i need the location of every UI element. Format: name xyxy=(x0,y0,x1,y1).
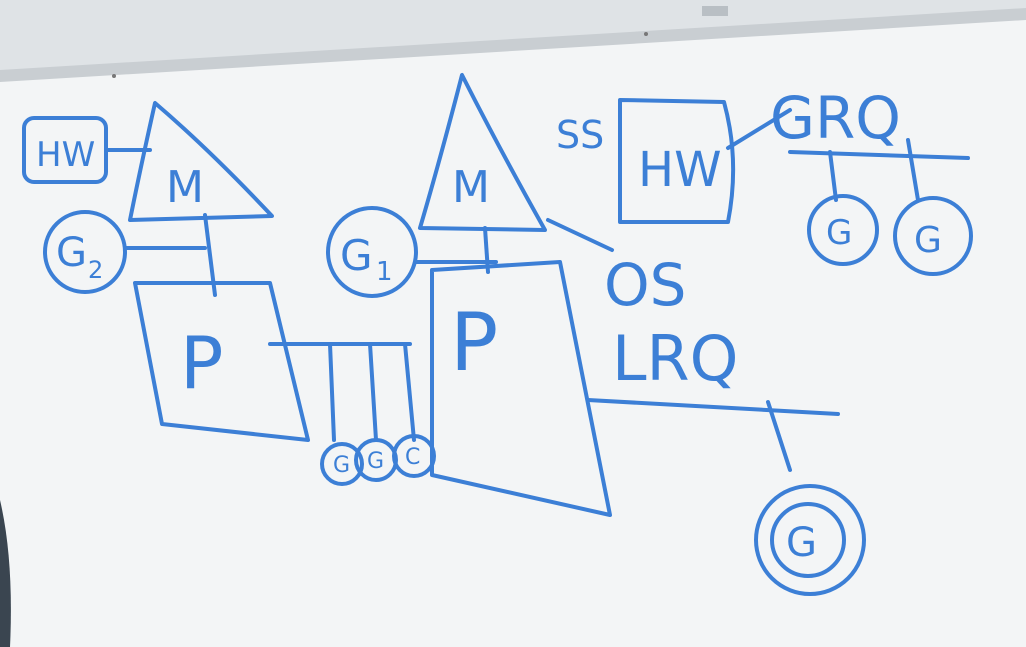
hw-right-box xyxy=(618,98,736,224)
hw-right-label: HW xyxy=(638,142,722,198)
grq-stem-2 xyxy=(906,138,920,202)
p-mid-label: P xyxy=(450,296,498,389)
rail-screw xyxy=(644,32,648,36)
p-left-label: P xyxy=(180,321,223,405)
ss-label: SS xyxy=(556,113,604,157)
grq-g-label-2: G xyxy=(914,220,942,261)
lrq-label: LRQ xyxy=(612,322,738,395)
p-left-box xyxy=(133,281,310,442)
grq-g-circle-1 xyxy=(807,194,879,266)
g-stem-2 xyxy=(368,342,378,442)
dark-corner xyxy=(0,500,11,647)
g1-circle xyxy=(326,206,418,298)
m-left-label: M xyxy=(166,162,204,213)
m-left-triangle xyxy=(128,101,274,222)
g-stem-1 xyxy=(328,342,336,442)
g2-subscript: 2 xyxy=(88,256,103,284)
g-small-label-2: G xyxy=(367,449,384,474)
grq-g-circle-2 xyxy=(893,196,973,276)
lrq-g-inner-circle xyxy=(770,502,846,578)
lrq-g-label: G xyxy=(786,520,817,566)
grq-g-label-1: G xyxy=(826,213,852,253)
m-mid-to-os-line xyxy=(546,218,614,252)
os-label: OS xyxy=(604,251,686,319)
g2-label: G xyxy=(56,230,87,276)
m-mid-label: M xyxy=(452,162,490,213)
rail-screw xyxy=(112,74,116,78)
marker-clip xyxy=(702,6,728,16)
m-mid-triangle xyxy=(418,73,547,232)
lrq-stem xyxy=(766,400,792,472)
grq-label: GRQ xyxy=(770,84,901,152)
lrq-g-circle xyxy=(754,484,866,596)
hw-left-label: HW xyxy=(36,135,95,175)
hw-right-to-grq-line xyxy=(726,108,792,150)
whiteboard-surface xyxy=(0,18,1026,647)
lrq-queue-line xyxy=(586,398,840,416)
g-stem-3 xyxy=(403,342,416,442)
g1-subscript: 1 xyxy=(376,257,393,287)
g-small-circle-1 xyxy=(320,442,364,486)
g1-label: G xyxy=(340,231,373,280)
g-small-label-1: G xyxy=(333,453,350,478)
grq-queue-line xyxy=(788,150,970,160)
whiteboard-top-rail xyxy=(0,8,1026,82)
grq-stem-1 xyxy=(828,150,838,202)
g-small-label-3: C xyxy=(405,445,420,470)
g2-circle xyxy=(43,210,127,294)
